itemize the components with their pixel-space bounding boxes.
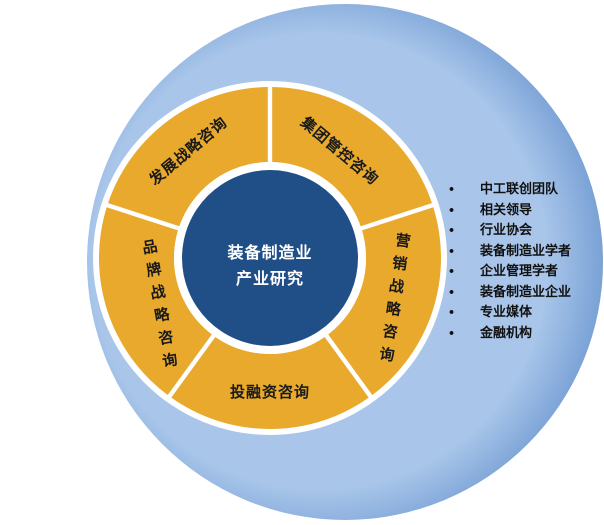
list-item: • 企业管理学者 xyxy=(448,262,571,283)
list-item-text: 行业协会 xyxy=(480,223,533,238)
list-item-text: 金融机构 xyxy=(480,325,533,341)
bullet-icon: • xyxy=(448,306,456,319)
list-item-text: 企业管理学者 xyxy=(480,264,559,279)
ring-segment xyxy=(272,87,432,227)
center-circle xyxy=(182,170,358,346)
bullet-icon: • xyxy=(448,224,456,237)
list-item-text: 装备制造业学者 xyxy=(480,243,572,259)
list-item: • 相关领导 xyxy=(448,201,571,222)
center-line-1: 装备制造业 xyxy=(227,243,313,262)
bullet-icon: • xyxy=(448,285,456,299)
list-item: • 专业媒体 xyxy=(448,303,571,324)
ring-segment xyxy=(99,207,212,396)
center-label: 装备制造业 产业研究 xyxy=(182,240,358,292)
list-item: • 装备制造业企业 xyxy=(448,283,571,304)
bullet-icon: • xyxy=(448,265,456,278)
bullet-icon: • xyxy=(448,183,456,196)
list-item-text: 中工联创团队 xyxy=(480,182,559,197)
list-item: • 中工联创团队 xyxy=(448,180,571,201)
list-item: • 行业协会 xyxy=(448,221,571,242)
segment-label-investment-financing: 投融资咨询 xyxy=(230,383,311,401)
participants-list: • 中工联创团队 • 相关领导 • 行业协会 • 装备制造业学者 • 企业管理学者 • 装备… xyxy=(448,180,571,344)
bullet-icon: • xyxy=(448,244,456,258)
ring-segment xyxy=(171,336,369,429)
list-item: • 金融机构 xyxy=(448,324,571,345)
bullet-icon: • xyxy=(448,326,456,340)
center-line-2: 产业研究 xyxy=(235,269,304,288)
ring-segment xyxy=(108,87,268,227)
list-item: • 装备制造业学者 xyxy=(448,242,571,263)
ring-segment xyxy=(328,207,441,396)
bullet-icon: • xyxy=(448,203,456,217)
list-item-text: 专业媒体 xyxy=(480,305,533,320)
list-item-text: 装备制造业企业 xyxy=(480,284,572,300)
list-item-text: 相关领导 xyxy=(480,202,533,218)
